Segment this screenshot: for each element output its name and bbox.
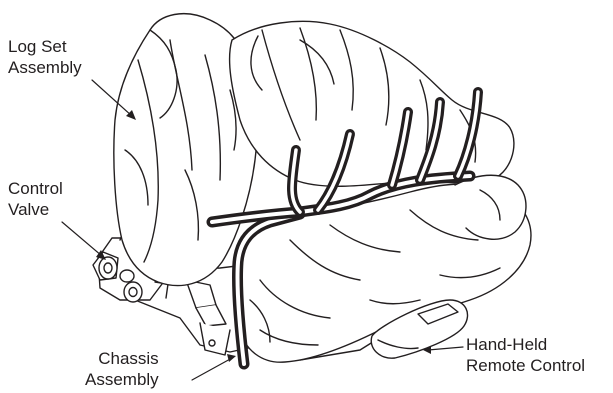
log-set-label: Log Set Assembly <box>8 36 82 78</box>
remote-label-line2: Remote Control <box>466 355 585 376</box>
control-valve-label: Control Valve <box>8 178 63 220</box>
remote-label-line1: Hand-Held <box>466 334 585 355</box>
leader-remote <box>428 347 463 350</box>
chassis-label: Chassis Assembly <box>85 348 159 390</box>
chassis-label-line2: Assembly <box>85 369 159 390</box>
remote-label: Hand-Held Remote Control <box>466 334 585 376</box>
log-set-label-line2: Assembly <box>8 57 82 78</box>
log-set-label-line1: Log Set <box>8 36 82 57</box>
chassis-label-line1: Chassis <box>85 348 159 369</box>
control-valve-label-line2: Valve <box>8 199 63 220</box>
leader-control-valve <box>62 222 102 256</box>
control-valve-label-line1: Control <box>8 178 63 199</box>
leader-chassis <box>192 358 232 380</box>
